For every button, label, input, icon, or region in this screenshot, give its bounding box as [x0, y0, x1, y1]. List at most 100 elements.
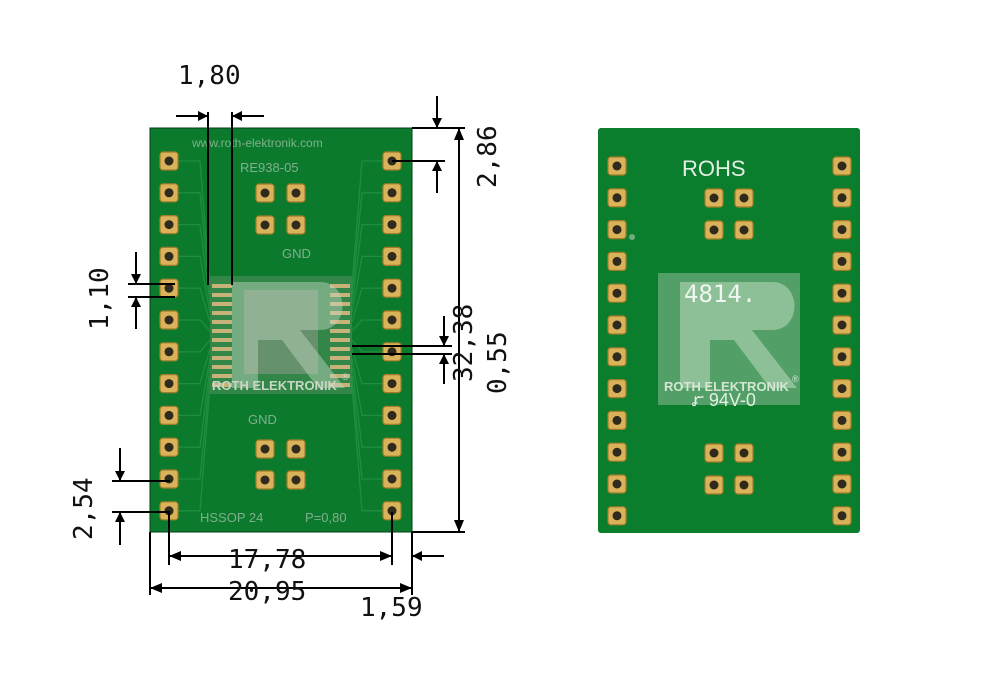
- trace: [178, 192, 211, 296]
- marking-area: [658, 273, 800, 405]
- trace: [351, 348, 383, 385]
- pin-pad: [832, 283, 852, 303]
- pin-pad: [607, 474, 627, 494]
- gnd-pad: [734, 188, 754, 208]
- ic-lead: [212, 320, 232, 324]
- pin-pad: [159, 215, 179, 235]
- trace: [351, 357, 383, 417]
- dim-20-95: 20,95: [228, 577, 306, 607]
- gnd-pad: [255, 215, 275, 235]
- trace: [351, 192, 383, 296]
- gnd-pad: [734, 220, 754, 240]
- pin-pad: [832, 506, 852, 526]
- trace: [351, 375, 383, 480]
- ic-lead: [330, 329, 350, 333]
- pin-pad: [832, 474, 852, 494]
- roth-logo-text-right: ROTH ELEKTRONIK: [664, 379, 790, 394]
- pin-pad: [159, 469, 179, 489]
- dim-1-80: 1,80: [178, 61, 241, 91]
- pin-pad: [159, 437, 179, 457]
- trace: [178, 287, 211, 323]
- ic-lead: [330, 302, 350, 306]
- ic-lead: [212, 329, 232, 333]
- trace: [351, 319, 383, 332]
- pin-pad: [159, 342, 179, 362]
- gnd-pad: [734, 475, 754, 495]
- ic-lead: [330, 284, 350, 288]
- pitch-label: P=0,80: [305, 510, 347, 525]
- trace: [351, 339, 383, 353]
- trace: [178, 375, 211, 480]
- ic-lead: [330, 365, 350, 369]
- trace: [178, 255, 211, 314]
- url-label: www.roth-elektronik.com: [191, 136, 323, 150]
- pin-pad: [382, 437, 402, 457]
- ic-lead: [330, 293, 350, 297]
- trace: [351, 366, 383, 448]
- ic-lead: [212, 356, 232, 360]
- gnd-pad: [286, 439, 306, 459]
- pin-pad: [382, 405, 402, 425]
- dim-1-59: 1,59: [360, 593, 423, 623]
- trace: [178, 384, 211, 512]
- trace: [178, 160, 211, 287]
- gnd-pad: [734, 443, 754, 463]
- pin-pad: [382, 310, 402, 330]
- thermal-pad: [244, 290, 318, 374]
- left-pin-columns: [159, 151, 402, 521]
- pin-pad: [159, 310, 179, 330]
- roth-logo-watermark-right: [680, 282, 797, 388]
- pin-pad: [607, 506, 627, 526]
- pin-pad: [382, 278, 402, 298]
- ic-lead: [212, 347, 232, 351]
- part-number: RE938-05: [240, 160, 299, 175]
- trace: [178, 319, 211, 332]
- gnd-pad: [704, 475, 724, 495]
- gnd-pads: [255, 183, 306, 490]
- registered-mark-right: ®: [792, 374, 799, 384]
- pin-pad: [382, 246, 402, 266]
- roth-logo-watermark: [232, 282, 345, 388]
- ic-lead: [212, 311, 232, 315]
- ic-lead: [212, 293, 232, 297]
- trace: [351, 160, 383, 287]
- rohs-label: ROHS: [682, 156, 746, 181]
- pin-pad: [607, 188, 627, 208]
- ic-lead: [212, 365, 232, 369]
- right-board: ROHS 4814. ROTH ELEKTRONIK ® ꭊ 94V-0: [598, 128, 860, 533]
- trace: [178, 339, 211, 353]
- dimension-lines: 1,80 2,86 32,38 0,55 1,10 2,54: [69, 61, 513, 623]
- pin-pad: [159, 183, 179, 203]
- pin-pad: [832, 379, 852, 399]
- pin-pad: [159, 278, 179, 298]
- pin-pad: [832, 347, 852, 367]
- ic-lead: [330, 374, 350, 378]
- pin-pad: [159, 405, 179, 425]
- gnd-top-label: GND: [282, 246, 311, 261]
- ic-lead: [212, 302, 232, 306]
- via-dot: [629, 234, 635, 240]
- dim-0-55: 0,55: [483, 331, 513, 394]
- dim-32-38: 32,38: [449, 304, 479, 382]
- roth-logo-text: ROTH ELEKTRONIK: [212, 378, 338, 393]
- ic-leads: [212, 284, 350, 387]
- ul-rating: ꭊ 94V-0: [692, 390, 756, 410]
- trace: [351, 223, 383, 305]
- trace: [178, 357, 211, 417]
- ic-lead: [330, 356, 350, 360]
- pin-pad: [607, 283, 627, 303]
- registered-mark: ®: [342, 372, 349, 382]
- ic-lead: [212, 374, 232, 378]
- pin-pad: [607, 156, 627, 176]
- pin-pad: [159, 246, 179, 266]
- pin-pad: [607, 347, 627, 367]
- dim-1-10: 1,10: [85, 267, 115, 330]
- right-gnd-pads: [704, 188, 754, 495]
- dim-2-86: 2,86: [473, 125, 503, 188]
- ic-lead: [212, 338, 232, 342]
- ic-lead: [330, 338, 350, 342]
- trace-lines: [178, 160, 383, 512]
- dim-17-78: 17,78: [228, 545, 306, 575]
- trace: [178, 223, 211, 305]
